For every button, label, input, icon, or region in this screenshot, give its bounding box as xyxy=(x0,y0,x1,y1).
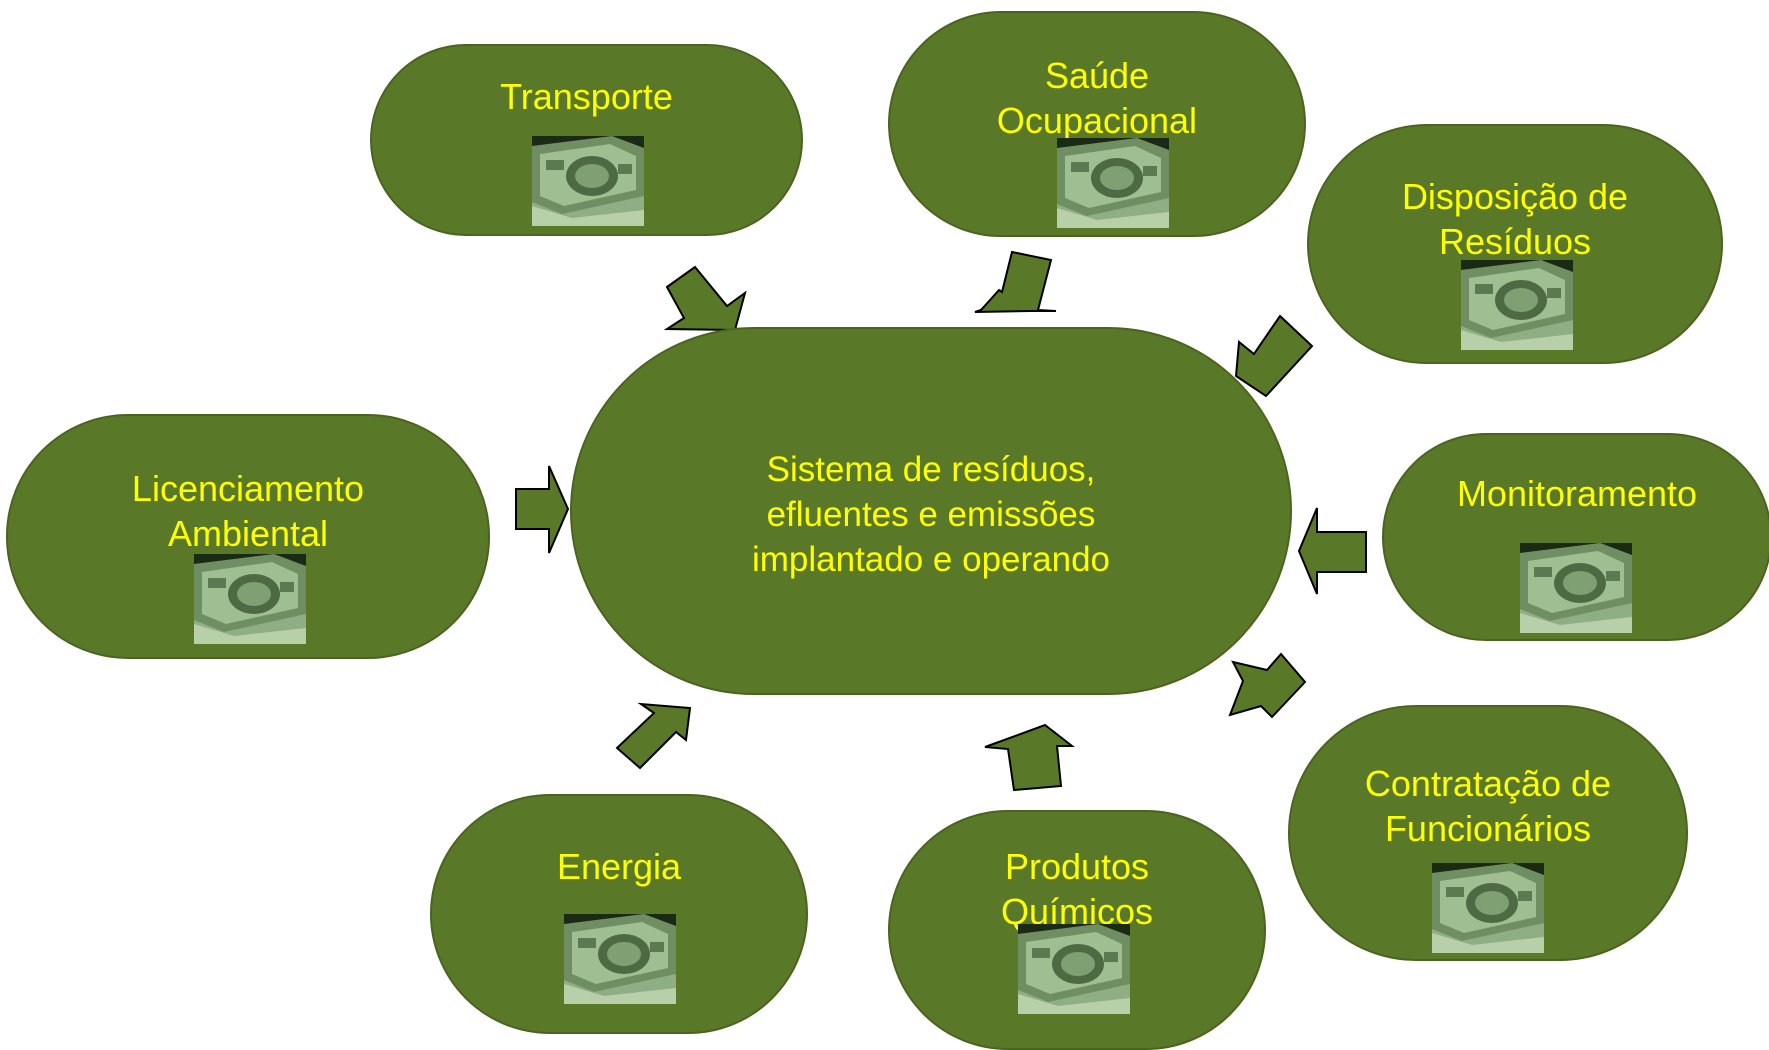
node-disposicao-label: Disposição de Resíduos xyxy=(1401,176,1629,262)
node-disposicao-residuos: Disposição de Resíduos xyxy=(1307,124,1723,364)
node-energia-label: Energia xyxy=(556,846,682,887)
node-saude-label: Saúde Ocupacional xyxy=(996,55,1198,141)
money-banknote-icon xyxy=(194,554,306,644)
money-banknote-icon xyxy=(1432,863,1544,953)
arrow-from-saude xyxy=(974,250,1057,313)
money-banknote-icon xyxy=(1018,924,1130,1014)
node-saude-ocupacional: Saúde Ocupacional xyxy=(888,11,1306,237)
arrow-from-monitoramento xyxy=(1297,507,1367,595)
node-transporte-label: Transporte xyxy=(500,76,673,117)
arrow-from-disposicao xyxy=(1234,314,1314,398)
node-contratacao-funcionarios: Contratação de Funcionários xyxy=(1288,705,1688,961)
arrow-from-produtos xyxy=(984,723,1075,792)
money-banknote-icon xyxy=(1461,260,1573,350)
money-banknote-icon xyxy=(564,914,676,1004)
arrow-from-contratacao xyxy=(1228,652,1307,719)
arrows-layer xyxy=(515,250,1367,792)
money-banknote-icon xyxy=(1057,138,1169,228)
node-contratacao-label: Contratação de Funcionários xyxy=(1364,763,1612,849)
node-licenciamento-ambiental: Licenciamento Ambiental xyxy=(6,414,490,659)
node-monitoramento-label: Monitoramento xyxy=(1456,473,1698,514)
arrow-from-energia xyxy=(615,702,692,770)
node-produtos-label: Produtos Químicos xyxy=(1000,846,1154,932)
arrow-from-licenciamento xyxy=(515,465,570,554)
center-label: Sistema de resíduos, efluentes e emissõe… xyxy=(751,450,1111,579)
node-produtos-quimicos: Produtos Químicos xyxy=(888,810,1266,1050)
node-monitoramento: Monitoramento xyxy=(1382,433,1769,641)
node-energia: Energia xyxy=(430,794,808,1034)
node-licenciamento-label: Licenciamento Ambiental xyxy=(131,468,365,554)
money-banknote-icon xyxy=(532,136,644,226)
arrow-from-transporte xyxy=(663,265,747,332)
money-banknote-icon xyxy=(1520,543,1632,633)
node-transporte: Transporte xyxy=(370,44,803,236)
center-node: Sistema de resíduos, efluentes e emissõe… xyxy=(570,327,1292,695)
